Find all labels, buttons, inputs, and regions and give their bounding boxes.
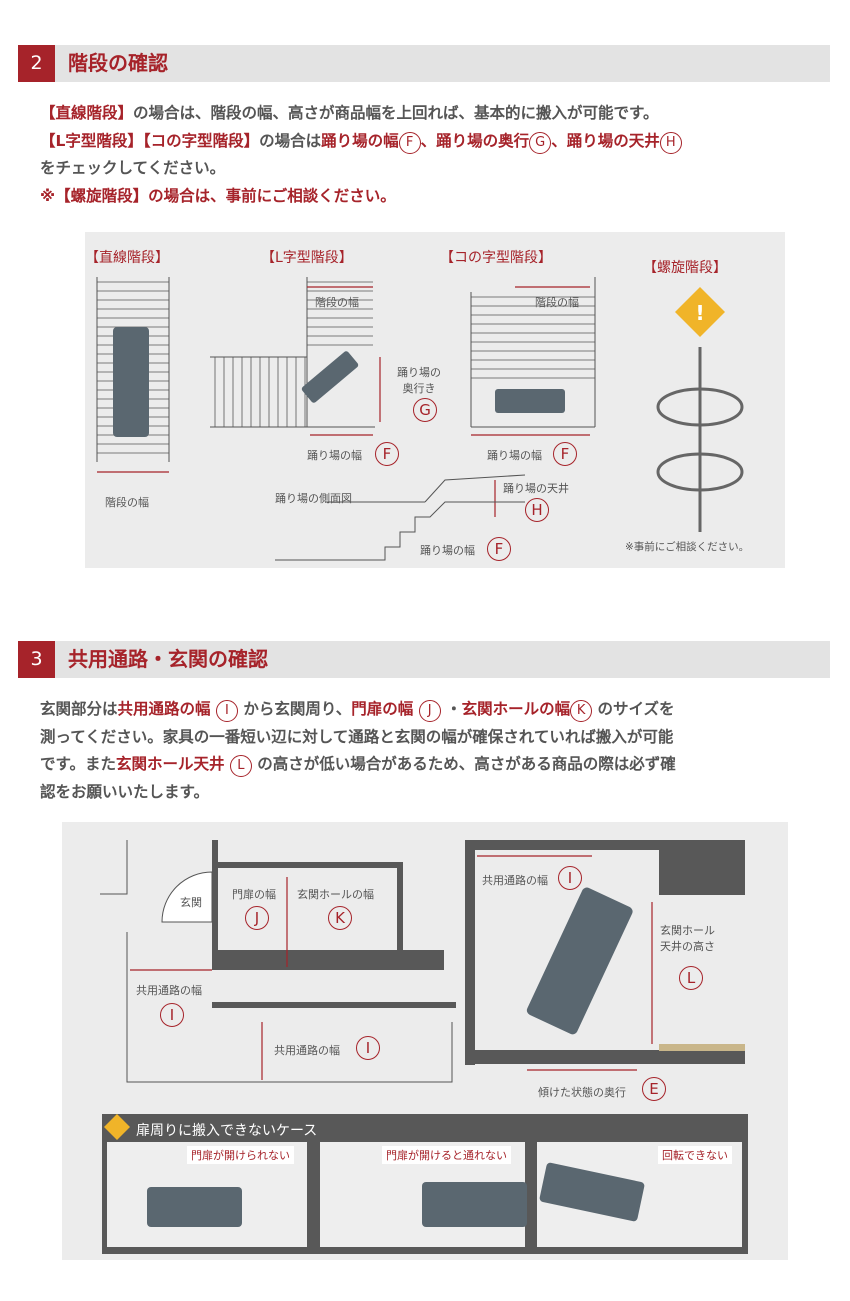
label-landing-width: 踊り場の幅: [487, 449, 542, 462]
marker-l: L: [229, 755, 252, 777]
section-title: 階段の確認: [68, 51, 168, 75]
label-stair-width: 階段の幅: [315, 296, 359, 309]
marker-f: F: [375, 442, 399, 466]
marker-j: J: [245, 906, 269, 930]
marker-g: G: [529, 131, 552, 154]
text: 測ってください。家具の一番短い辺に対して通路と玄関の幅が確保されていれば搬入が可…: [40, 727, 674, 746]
label-landing-depth: 踊り場の 奥行き: [397, 366, 441, 395]
text: の場合は: [259, 131, 322, 150]
marker-j: J: [418, 700, 441, 722]
section-header-stairs: 2 階段の確認: [18, 45, 830, 82]
term: 玄関ホール天井: [115, 755, 225, 773]
label-landing-width: 踊り場の幅: [307, 449, 362, 462]
label-stair-width: 階段の幅: [535, 296, 579, 309]
marker-e: E: [642, 1077, 666, 1101]
term: 【直線階段】: [40, 104, 134, 122]
label-gate-width: 門扉の幅: [232, 888, 276, 901]
label-straight-stairs: 【直線階段】: [85, 250, 169, 266]
marker-k: K: [570, 700, 593, 722]
text: の高さが低い場合があるため、高さがある商品の際は必ず確: [257, 755, 676, 773]
label-u-stairs: 【コの字型階段】: [440, 250, 552, 266]
label-tilted-depth: 傾けた状態の奥行: [538, 1086, 626, 1099]
text: の場合は、階段の幅、高さが商品幅を上回れば、基本的に搬入が可能です。: [133, 104, 659, 122]
term: 、踊り場の天井: [551, 131, 660, 150]
label-corridor-width: 共用通路の幅: [136, 984, 202, 997]
term: 、踊り場の奥行: [420, 131, 530, 150]
entrance-diagram: 玄関 門扉の幅 J 玄関ホールの幅 K 共用通路の幅 I 共用通路の幅 I 共用…: [62, 822, 788, 1260]
text: 玄関部分は: [40, 700, 118, 718]
text: です。また: [40, 755, 116, 773]
marker-g: G: [413, 398, 437, 422]
svg-text:!: !: [695, 301, 704, 325]
text: のサイズを: [597, 700, 675, 718]
marker-i: I: [558, 866, 582, 890]
label-corridor-width: 共用通路の幅: [274, 1044, 340, 1057]
cases-title: 扉周りに搬入できないケース: [136, 1123, 318, 1139]
section-number: 2: [18, 45, 55, 82]
term: 玄関ホールの幅: [461, 700, 571, 718]
note: ※【螺旋階段】の場合は、事前にご相談ください。: [40, 186, 396, 205]
marker-h: H: [659, 131, 682, 154]
label-landing-ceiling: 踊り場の天井: [503, 482, 569, 495]
marker-h: H: [525, 498, 549, 522]
label-landing-side: 踊り場の側面図: [275, 492, 352, 505]
text: 認をお願いいたします。: [40, 782, 209, 801]
label-hall-ceiling: 玄関ホール 天井の高さ: [660, 924, 715, 953]
label-spiral-stairs: 【螺旋階段】: [643, 260, 727, 276]
marker-f: F: [487, 537, 511, 561]
section-header-entrance: 3 共用通路・玄関の確認: [18, 641, 830, 678]
marker-i: I: [356, 1036, 380, 1060]
text: から玄関周り、: [243, 700, 352, 718]
term: 門扉の幅: [351, 700, 414, 718]
marker-f: F: [553, 442, 577, 466]
label-stair-width: 階段の幅: [105, 496, 149, 509]
text: をチェックしてください。: [40, 159, 226, 177]
marker-i: I: [215, 700, 238, 722]
label-l-stairs: 【L字型階段】: [261, 250, 353, 266]
marker-i: I: [160, 1003, 184, 1027]
entrance-illustration: [100, 840, 748, 1254]
term: 共用通路の幅: [117, 700, 211, 718]
stairs-illustration: !: [96, 277, 744, 561]
stairs-description: 【直線階段】の場合は、階段の幅、高さが商品幅を上回れば、基本的に搬入が可能です。…: [40, 100, 820, 210]
case-gate-cannot-open: 門扉が開けられない: [187, 1146, 294, 1164]
label-corridor-width: 共用通路の幅: [482, 874, 548, 887]
case-cannot-rotate: 回転できない: [658, 1146, 732, 1164]
marker-f: F: [398, 131, 421, 154]
marker-l: L: [679, 966, 703, 990]
label-landing-width: 踊り場の幅: [420, 544, 475, 557]
label-entrance: 玄関: [180, 896, 202, 909]
label-hall-width: 玄関ホールの幅: [297, 888, 374, 901]
section-title: 共用通路・玄関の確認: [68, 647, 268, 671]
text: ・: [446, 700, 462, 718]
section-number: 3: [18, 641, 55, 678]
stairs-diagram: ! 【直線階段】 【L字型階段】 【コの字型階段】 【螺旋階段】 階段の幅 階段…: [85, 232, 785, 568]
term: 踊り場の幅: [321, 131, 399, 150]
label-consult: ※事前にご相談ください。: [625, 541, 750, 553]
term: 【L字型階段】【コの字型階段】: [40, 131, 260, 150]
case-gate-blocks: 門扉が開けると通れない: [382, 1146, 511, 1164]
marker-k: K: [328, 906, 352, 930]
